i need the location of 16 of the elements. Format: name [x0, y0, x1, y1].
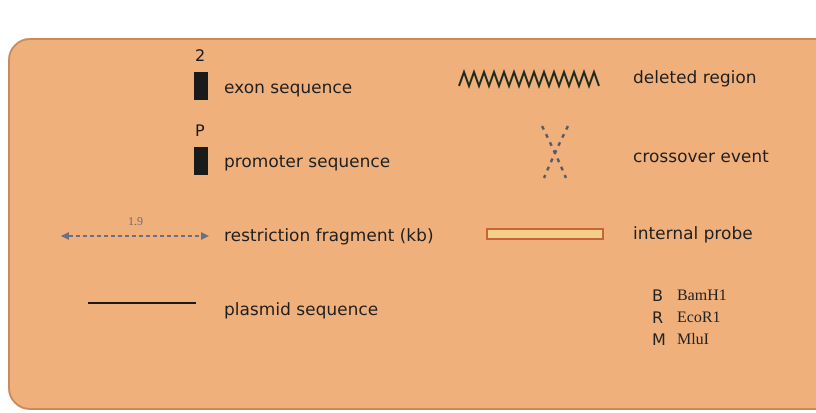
label-text: BamH1 — [677, 286, 727, 306]
label-text: B — [652, 286, 663, 306]
label-text: R — [652, 308, 664, 328]
legend-text: deleted region — [633, 67, 757, 90]
label-text: MluI — [677, 330, 709, 350]
legend-text: restriction fragment (kb) — [224, 225, 434, 248]
legend-text: internal probe — [633, 223, 753, 246]
label-text: M — [652, 330, 666, 350]
label-text: P — [195, 121, 205, 141]
legend-text: promoter sequence — [224, 151, 390, 174]
legend-text: crossover event — [633, 146, 769, 169]
label-text: EcoR1 — [677, 308, 721, 328]
legend-text: exon sequence — [224, 77, 352, 100]
label-text: 1.9 — [128, 214, 143, 229]
label-text: 2 — [195, 46, 206, 66]
legend-text: plasmid sequence — [224, 299, 378, 322]
